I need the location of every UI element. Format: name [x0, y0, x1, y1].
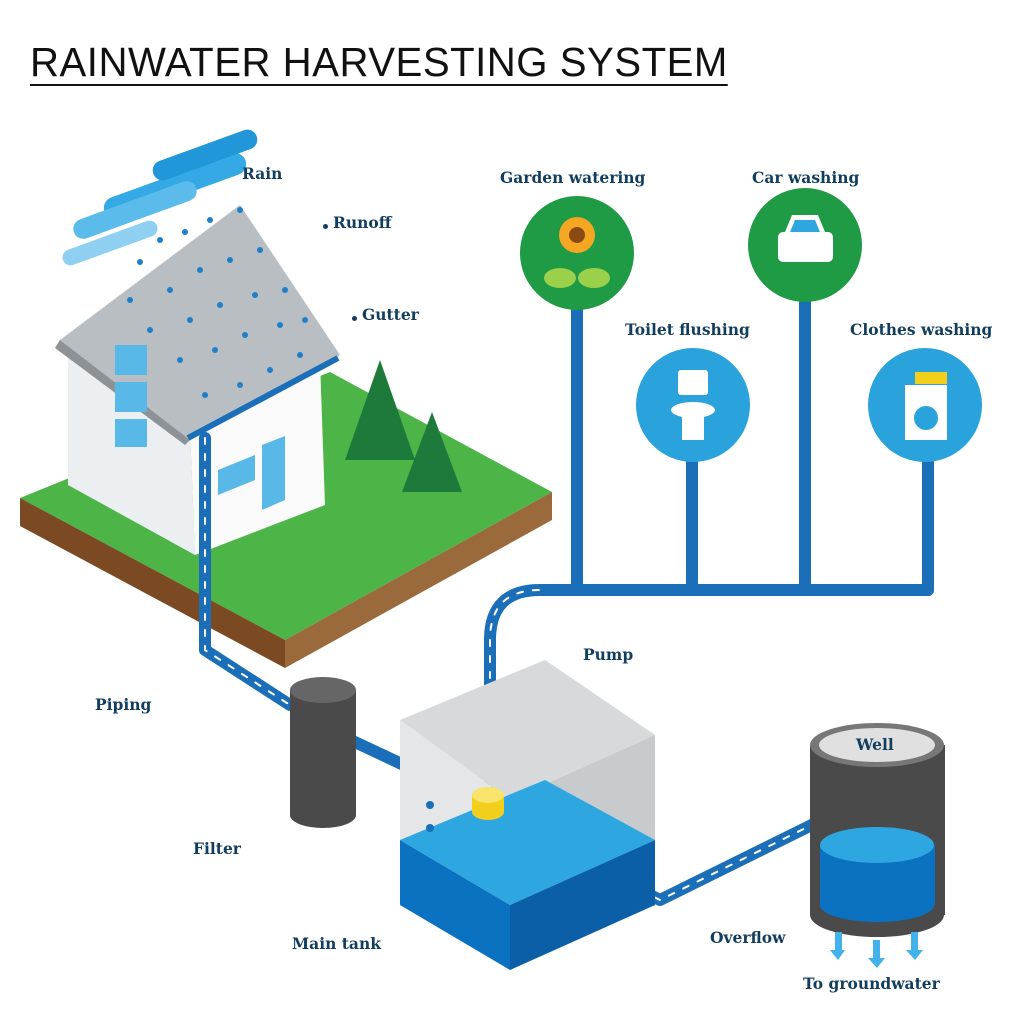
label-to-groundwater: To groundwater	[803, 974, 940, 993]
label-car-washing: Car washing	[752, 168, 860, 187]
well	[810, 723, 945, 968]
raindrops	[127, 207, 308, 398]
car-icon	[748, 188, 862, 302]
label-well: Well	[856, 735, 894, 754]
label-pump: Pump	[583, 645, 634, 664]
washing-machine-icon	[868, 348, 982, 462]
label-pointer	[352, 316, 357, 321]
label-filter: Filter	[193, 839, 241, 858]
page-title: RAINWATER HARVESTING SYSTEM	[30, 39, 728, 86]
label-pointer	[323, 224, 328, 229]
label-clothes-washing: Clothes washing	[850, 320, 993, 339]
main-tank	[400, 660, 655, 970]
garden-icon	[520, 196, 634, 310]
pipes	[199, 289, 934, 906]
label-runoff: Runoff	[333, 213, 392, 232]
label-gutter: Gutter	[362, 305, 419, 324]
toilet-icon	[636, 348, 750, 462]
cloud-icon	[62, 129, 258, 266]
label-garden-watering: Garden watering	[500, 168, 646, 187]
label-overflow: Overflow	[710, 928, 786, 947]
trees	[345, 360, 462, 492]
house	[55, 205, 340, 555]
label-piping: Piping	[95, 695, 152, 714]
label-main-tank: Main tank	[292, 934, 381, 953]
label-toilet-flushing: Toilet flushing	[625, 320, 750, 339]
filter	[290, 677, 356, 828]
label-rain: Rain	[242, 164, 283, 183]
